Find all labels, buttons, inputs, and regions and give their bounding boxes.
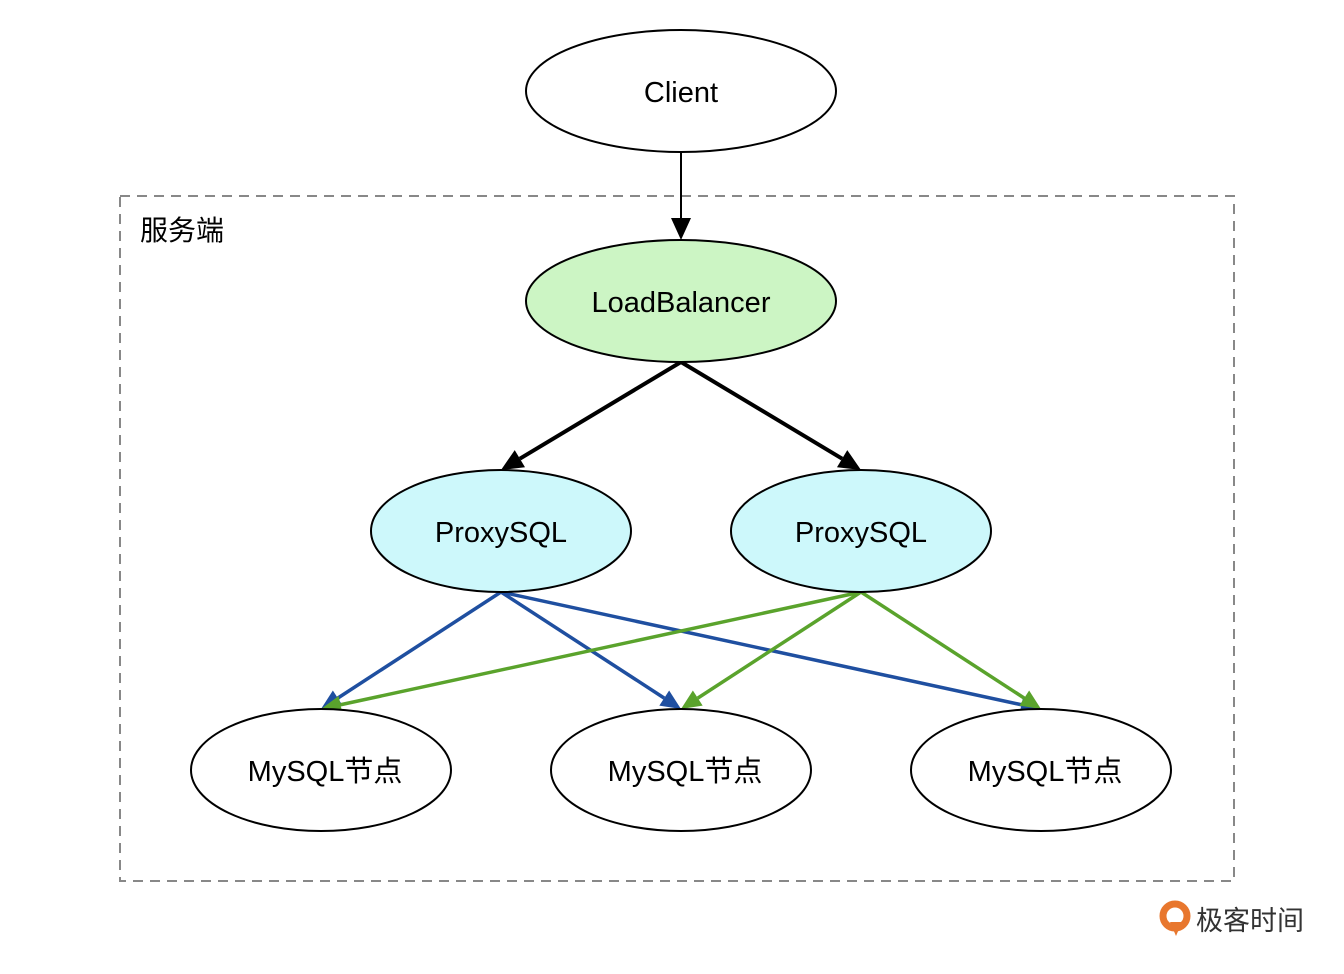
- edge-line: [336, 590, 502, 700]
- node-proxysql-2-label: ProxySQL: [795, 517, 927, 549]
- arrowhead-icon: [659, 690, 681, 709]
- brand-name: 极客时间: [1196, 906, 1304, 937]
- node-mysql-1-label: MySQL节点: [248, 755, 403, 788]
- edge-proxy2-to-mysql3: [860, 590, 1041, 709]
- node-proxysql-1-label: ProxySQL: [435, 517, 567, 549]
- edge-line: [500, 590, 1022, 707]
- server-group-label: 服务端: [140, 214, 224, 247]
- edges-layer: [321, 152, 1041, 714]
- node-client-label: Client: [644, 77, 718, 109]
- edge-line: [860, 590, 1026, 700]
- edge-line: [679, 360, 844, 461]
- edge-line: [340, 590, 862, 707]
- node-loadbalancer[interactable]: LoadBalancer: [525, 239, 837, 363]
- edge-line: [696, 590, 862, 700]
- node-mysql-2[interactable]: MySQL节点: [550, 708, 812, 832]
- edge-proxy1-to-mysql2: [500, 590, 681, 709]
- brand-logo: 极客时间: [1159, 900, 1304, 937]
- node-mysql-1[interactable]: MySQL节点: [190, 708, 452, 832]
- node-mysql-2-label: MySQL节点: [608, 755, 763, 788]
- node-loadbalancer-label: LoadBalancer: [592, 287, 771, 319]
- edge-lb-to-proxy2: [679, 360, 861, 470]
- edge-line: [500, 590, 666, 700]
- edge-lb-to-proxy1: [501, 360, 683, 470]
- arrowhead-icon: [836, 450, 861, 470]
- edge-proxy1-to-mysql1: [321, 590, 502, 709]
- edge-client-to-lb: [671, 152, 691, 240]
- node-proxysql-1[interactable]: ProxySQL: [370, 469, 632, 593]
- node-client[interactable]: Client: [525, 29, 837, 153]
- node-mysql-3[interactable]: MySQL节点: [910, 708, 1172, 832]
- arrowhead-icon: [1019, 690, 1041, 709]
- edge-line: [518, 360, 683, 461]
- server-group-box: [119, 195, 1235, 882]
- arrowhead-icon: [671, 218, 691, 240]
- geektime-logo-icon: [1159, 900, 1191, 936]
- arrowhead-icon: [501, 450, 526, 470]
- node-proxysql-2[interactable]: ProxySQL: [730, 469, 992, 593]
- node-mysql-3-label: MySQL节点: [968, 755, 1123, 788]
- edge-proxy2-to-mysql2: [681, 590, 862, 709]
- arrowhead-icon: [681, 690, 703, 709]
